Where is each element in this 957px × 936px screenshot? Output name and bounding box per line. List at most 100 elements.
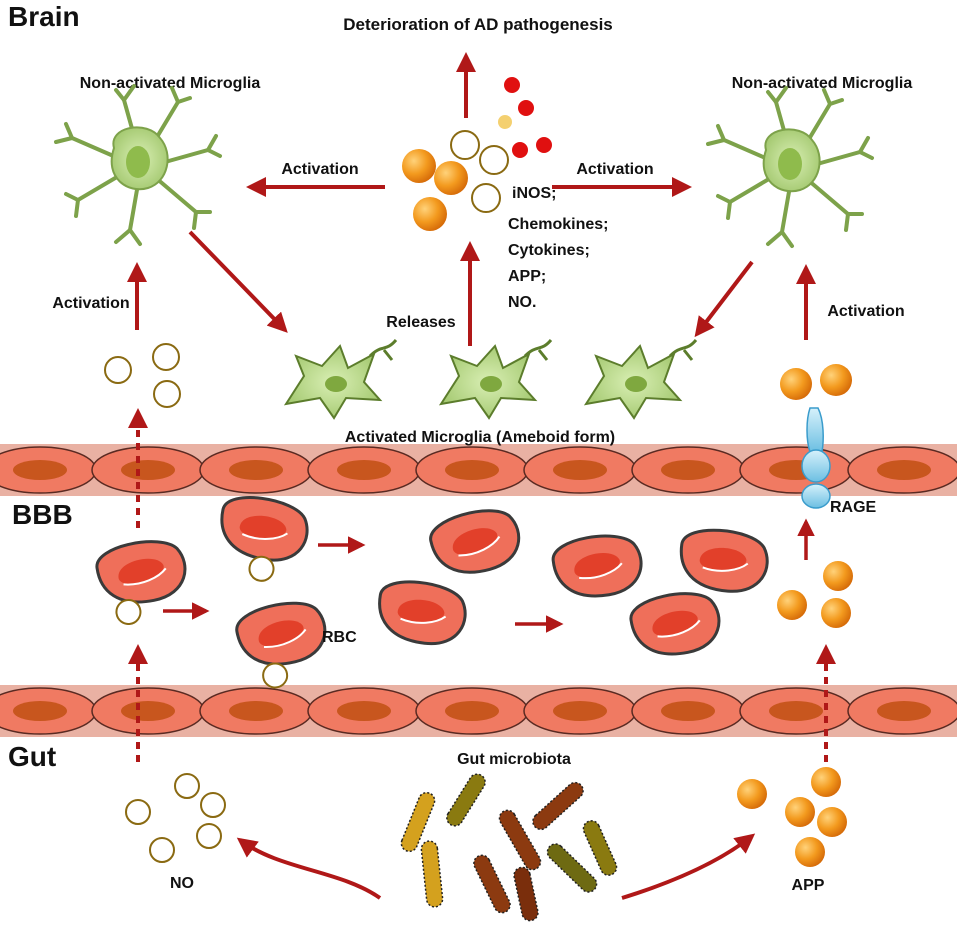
- released-no-ring-3: [471, 183, 501, 213]
- app-particle-brain-2: [820, 364, 852, 396]
- factor-app: APP;: [508, 268, 546, 285]
- endothelial-bottom-nucleus: [877, 701, 931, 721]
- endothelial-top-cell: [631, 446, 745, 494]
- no-ring-gut-4: [196, 823, 222, 849]
- factor-no: NO.: [508, 294, 536, 311]
- released-app-particle-3: [413, 197, 447, 231]
- endothelial-bottom-cell: [739, 687, 853, 735]
- label-app: APP: [792, 877, 825, 894]
- endothelial-top-cell: [199, 446, 313, 494]
- label-rage: RAGE: [830, 499, 877, 516]
- no-ring-gut-5: [149, 837, 175, 863]
- endothelial-bottom-cell: [0, 687, 97, 735]
- rbc-icon: [220, 496, 309, 582]
- label-gut-microbiota: Gut microbiota: [457, 751, 571, 768]
- no-ring-attached: [262, 662, 289, 689]
- bacterium-icon: [532, 781, 584, 831]
- released-no-ring-1: [450, 130, 480, 160]
- endothelial-bottom-nucleus: [553, 701, 607, 721]
- app-particle-gut-3: [785, 797, 815, 827]
- label-microglia-left: Non-activated Microglia: [80, 75, 261, 92]
- no-ring-gut-3: [200, 792, 226, 818]
- red-dot-2: [518, 100, 534, 116]
- released-no-ring-2: [479, 145, 509, 175]
- rbc-icon: [235, 601, 327, 689]
- label-no: NO: [170, 875, 194, 892]
- app-particle-gut-1: [737, 779, 767, 809]
- endothelial-bottom-cell: [847, 687, 957, 735]
- gut-microbiota-bacteria: [400, 773, 618, 922]
- rbc-icon: [429, 509, 521, 574]
- endothelial-bottom-cell: [631, 687, 745, 735]
- endothelial-bottom-nucleus: [121, 701, 175, 721]
- endothelial-top-nucleus: [661, 460, 715, 480]
- rbc-icon: [551, 534, 643, 598]
- bacterium-icon: [546, 843, 598, 893]
- app-particle-brain-1: [780, 368, 812, 400]
- arrow-microglia-left-to-activated: [188, 230, 288, 333]
- endothelial-bottom-cell: [307, 687, 421, 735]
- endothelial-bottom-nucleus: [445, 701, 499, 721]
- rbc-icon: [629, 592, 721, 656]
- rbc-icon: [95, 540, 187, 625]
- arrow-microbiota-to-app: [621, 833, 756, 900]
- endothelial-bottom-cell: [415, 687, 529, 735]
- endothelial-top-cell: [415, 446, 529, 494]
- label-releases: Releases: [386, 314, 455, 331]
- factor-inos: iNOS;: [512, 185, 556, 202]
- label-activation-left: Activation: [52, 295, 129, 312]
- endothelial-top-cell: [307, 446, 421, 494]
- endothelium-bottom: [0, 685, 957, 737]
- app-particles-brain: [780, 364, 852, 400]
- rbc-icon: [679, 528, 769, 593]
- label-rbc: RBC: [322, 629, 357, 646]
- endothelial-top-cell: [0, 446, 97, 494]
- region-label-brain: Brain: [8, 1, 80, 32]
- microglia-activated-3-icon: [583, 338, 698, 420]
- no-ring-gut-2: [174, 773, 200, 799]
- region-label-gut: Gut: [8, 741, 56, 772]
- endothelial-top-nucleus: [877, 460, 931, 480]
- microglia-non-activated-right-icon: [706, 86, 874, 248]
- bacterium-icon: [420, 840, 444, 908]
- app-particle-gut-4: [817, 807, 847, 837]
- endothelial-bottom-cell: [91, 687, 205, 735]
- red-dot-1: [504, 77, 520, 93]
- released-particles: [402, 77, 552, 231]
- red-blood-cells: [95, 496, 769, 689]
- label-activation-top-right: Activation: [576, 161, 653, 178]
- no-ring-attached: [115, 598, 142, 625]
- app-particles-lumen: [777, 561, 853, 628]
- endothelial-top-cell: [739, 446, 853, 494]
- endothelial-bottom-nucleus: [769, 701, 823, 721]
- endothelium-top: [0, 444, 957, 496]
- no-ring-attached: [248, 555, 275, 582]
- microglia-activated-2-icon: [438, 338, 553, 420]
- bacterium-icon: [446, 773, 486, 827]
- app-particle-gut-2: [811, 767, 841, 797]
- arrow-microglia-right-to-activated: [694, 260, 754, 338]
- app-particle-lumen-2: [777, 590, 807, 620]
- label-microglia-right: Non-activated Microglia: [732, 75, 913, 92]
- endothelial-bottom-nucleus: [661, 701, 715, 721]
- app-particle-lumen-3: [821, 598, 851, 628]
- released-app-particle-2: [434, 161, 468, 195]
- rbc-icon: [378, 580, 467, 646]
- label-activated-microglia: Activated Microglia (Ameboid form): [345, 429, 615, 446]
- no-ring-brain-2: [152, 343, 180, 371]
- app-particle-lumen-1: [823, 561, 853, 591]
- endothelial-bottom-cell: [523, 687, 637, 735]
- bacterium-icon: [400, 791, 436, 853]
- bacterium-icon: [473, 854, 511, 914]
- bacterium-icon: [582, 820, 618, 876]
- microglia-non-activated-left-icon: [54, 84, 222, 246]
- endothelial-top-nucleus: [13, 460, 67, 480]
- ad-pathogenesis-title: Deterioration of AD pathogenesis: [343, 15, 613, 34]
- microglia-activated-1-icon: [283, 338, 398, 420]
- factor-chemokines: Chemokines;: [508, 216, 608, 233]
- arrow-microbiota-to-no: [236, 837, 382, 900]
- endothelial-top-cell: [847, 446, 957, 494]
- no-ring-gut-1: [125, 799, 151, 825]
- no-rings-gut: [125, 773, 226, 863]
